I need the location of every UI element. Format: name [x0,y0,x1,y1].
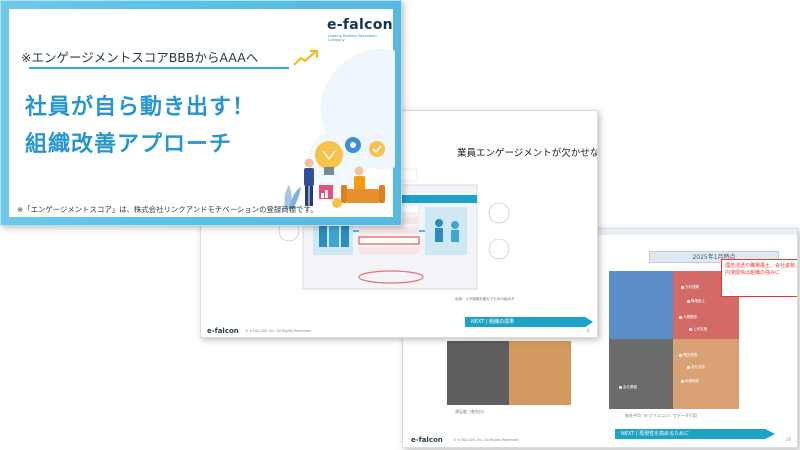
subtitle-underline [29,67,289,69]
brand-tagline: Leading Problem Resolution Company [328,34,377,42]
chart-point-label: 評価制度 [681,379,699,384]
chart-quadrant-left-orange-top [509,341,571,361]
trend-up-arrow-icon [293,49,319,66]
brand-logo: e-falcon [327,17,393,33]
trademark-footnote: ※「エンゲージメントスコア」は、株式会社リンクアンドモチベーションの登録商標です… [17,205,318,214]
slide2-heading: 業員エンゲージメントが欠かせない [457,148,598,159]
slide-header-bar [403,229,797,235]
chart-quadrant-left-gray [447,341,509,405]
chart-point-label: 理念浸透 [679,353,697,358]
callout-note: 理念浸透や職場風土、会社姿勢、円滑関係は組織の強みに [721,259,797,297]
footer-copyright: © e-FALCON, Inc. All Rights Reserved. [245,329,312,333]
footer-logo: e-falcon [207,327,239,335]
slide1-title-line1: 社員が自ら動き出す！ [25,95,256,120]
slide1-title-line2: 組織改善アプローチ [25,132,233,157]
page-number: 8 [587,328,590,333]
right-chart-caption: 各社平均（e-ファルコン）でデータ引用 [625,413,697,418]
chart-point-label: 人間関係 [679,315,697,320]
diagram-source: 出典：人が組織を動かすための組み方 [455,297,515,301]
footer-logo: e-falcon [411,436,443,444]
footer-copyright: © e-FALCON, Inc. All Rights Reserved. [453,438,520,442]
teamwork-illustration [284,137,385,209]
chart-point-label: 職場風土 [687,299,705,304]
chart-point-label: 上司支援 [689,327,707,332]
slide-thumbnail-1[interactable]: e-falcon Leading Problem Resolution Comp… [0,0,402,226]
chart-quadrant-bottom-left [609,339,673,409]
next-banner: NEXT | 再現性を高めるために [615,429,775,439]
slide-thumbnail-3[interactable]: 2025年1月時点 方針理解 職場風土 人間関係 上司支援 会社基盤 理念浸透 … [402,228,798,448]
chart-quadrant-bottom-right [673,339,739,409]
chart-point-label: 会社姿勢 [687,365,705,370]
chart-point-label: 方針理解 [681,285,699,290]
left-chart-caption: 満足度（各社比） [455,409,487,414]
next-banner: NEXT | 組織の成果 [465,317,593,327]
chart-quadrant-top-left [609,271,673,339]
slide1-subtitle: ※エンゲージメントスコアBBBからAAAへ [21,50,259,65]
slide1-content: e-falcon Leading Problem Resolution Comp… [9,9,395,217]
page-number: 26 [785,437,791,442]
chart-point-label: 会社基盤 [619,385,637,390]
